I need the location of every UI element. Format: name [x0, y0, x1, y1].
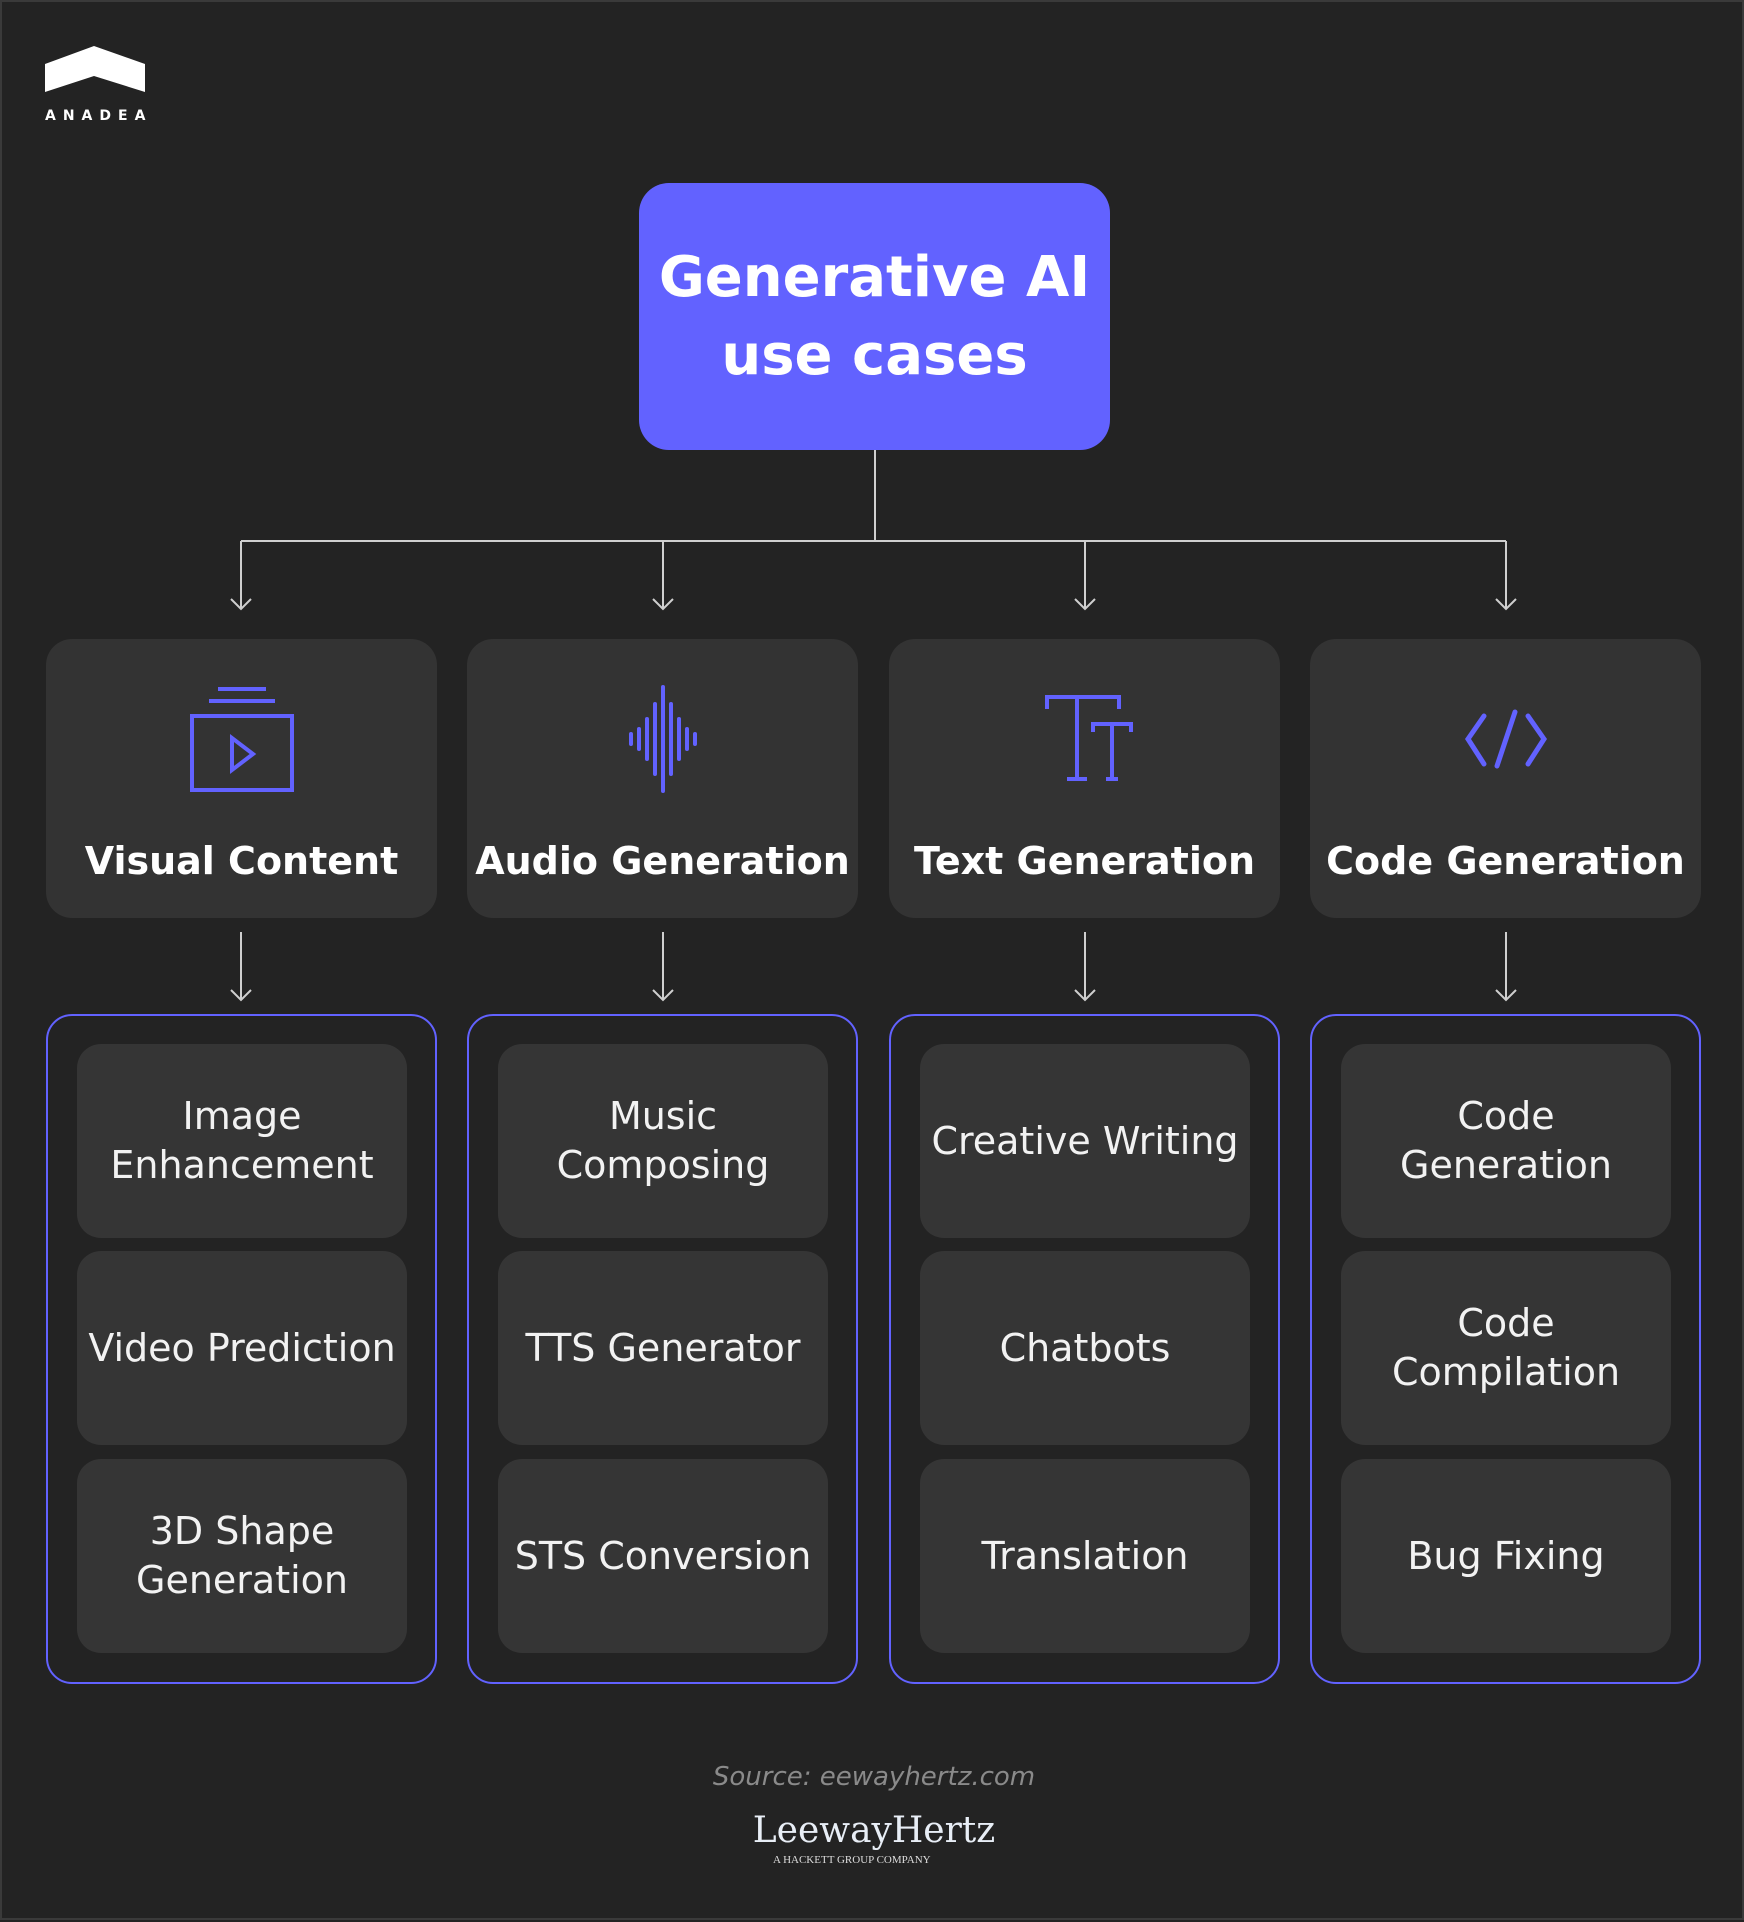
source-text: Source: eewayhertz.com [712, 1762, 1036, 1792]
title-line-1: Generative AI [658, 244, 1091, 310]
use-case-item: Video Prediction [77, 1251, 407, 1445]
use-case-item: Code Generation [1341, 1044, 1671, 1238]
use-case-item: Chatbots [920, 1251, 1250, 1445]
use-case-item: Image Enhancement [77, 1044, 407, 1238]
category-card-visual-content: Visual Content [46, 639, 437, 918]
use-case-group-text: Creative Writing Chatbots Translation [889, 1014, 1280, 1684]
use-case-group-audio: Music Composing TTS Generator STS Conver… [467, 1014, 858, 1684]
category-label: Audio Generation [475, 839, 850, 883]
sound-wave-icon [628, 685, 697, 793]
anadea-logo [45, 46, 145, 92]
use-case-item: Music Composing [498, 1044, 828, 1238]
use-case-item: TTS Generator [498, 1251, 828, 1445]
title-box: Generative AI use cases [639, 183, 1110, 450]
leewayhertz-tagline: A HACKETT GROUP COMPANY [773, 1854, 931, 1866]
category-card-code-generation: Code Generation [1310, 639, 1701, 918]
use-case-item: 3D Shape Generation [77, 1459, 407, 1653]
text-size-icon [1044, 695, 1133, 781]
category-label: Text Generation [913, 839, 1256, 883]
title-line-2: use cases [721, 322, 1028, 388]
use-case-item: Bug Fixing [1341, 1459, 1671, 1653]
category-label: Visual Content [84, 839, 399, 883]
leewayhertz-logo: LeewayHertz [752, 1810, 996, 1851]
use-case-item: Creative Writing [920, 1044, 1250, 1238]
category-label: Code Generation [1326, 839, 1685, 883]
category-card-text-generation: Text Generation [889, 639, 1280, 918]
category-card-audio-generation: Audio Generation [467, 639, 858, 918]
logo-text: ANADEA [45, 108, 153, 124]
video-play-icon [189, 687, 294, 792]
code-icon [1464, 709, 1547, 769]
use-case-group-visual: Image Enhancement Video Prediction 3D Sh… [46, 1014, 437, 1684]
use-case-item: Translation [920, 1459, 1250, 1653]
use-case-group-code: Code Generation Code Compilation Bug Fix… [1310, 1014, 1701, 1684]
use-case-item: STS Conversion [498, 1459, 828, 1653]
use-case-item: Code Compilation [1341, 1251, 1671, 1445]
